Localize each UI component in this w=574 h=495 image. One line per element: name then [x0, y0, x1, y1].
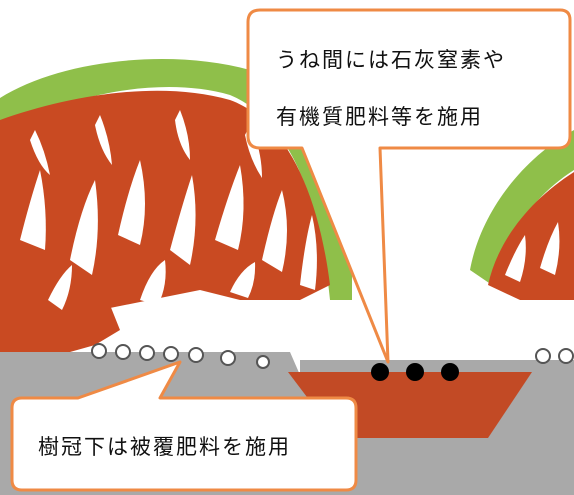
hollow-circle-icon	[115, 344, 131, 360]
coated-fertilizer-pellets	[91, 343, 574, 369]
right-tree-foliage	[470, 130, 574, 285]
left-tree-trunk	[0, 300, 120, 352]
filled-circle-icon	[406, 363, 424, 381]
callout-interrow-line1: うね間には石灰窒素や	[276, 48, 506, 72]
left-tree-branch-gaps	[20, 110, 317, 310]
callout-interrow-line2: 有機質肥料等を施用	[276, 105, 483, 129]
left-tree-foliage	[0, 59, 352, 300]
right-tree-branch-gaps	[505, 222, 560, 282]
filled-circle-icon	[441, 363, 459, 381]
organic-fertilizer-pellets	[371, 363, 459, 381]
hollow-circle-icon	[188, 347, 204, 363]
hollow-circle-icon	[163, 346, 179, 362]
hollow-circle-icon	[256, 355, 270, 369]
hollow-circle-icon	[220, 350, 236, 366]
hollow-circle-icon	[139, 345, 155, 361]
left-tree	[0, 59, 352, 352]
callout-under-canopy-bubble	[10, 360, 358, 492]
right-tree	[470, 130, 574, 300]
hollow-circle-icon	[558, 348, 574, 364]
callout-interrow-bubble	[246, 8, 572, 364]
callout-under-canopy-text: 樹冠下は被覆肥料を施用	[38, 435, 291, 459]
hollow-circle-icon	[91, 343, 107, 359]
filled-circle-icon	[371, 363, 389, 381]
hollow-circle-icon	[535, 348, 551, 364]
